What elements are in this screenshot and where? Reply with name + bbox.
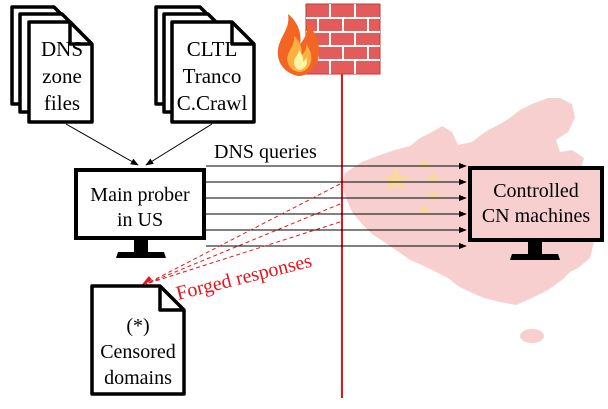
- forged-response-arrows: [145, 183, 341, 285]
- zone-files-line-3: files: [44, 91, 80, 115]
- document-icon: [10, 5, 94, 124]
- dns-query-arrows: [206, 162, 467, 250]
- censored-line-2: Censored: [100, 341, 176, 363]
- monitor-icon: [468, 166, 604, 260]
- controlled-line-2: CN machines: [482, 205, 591, 227]
- firewall-brick-icon: [305, 3, 381, 75]
- document-icon: [154, 5, 256, 124]
- fire-icon: [277, 14, 320, 76]
- forged-response-arrow: [145, 183, 341, 285]
- controlled-cn-monitor: Controlled CN machines: [468, 166, 604, 260]
- monitor-icon: [74, 168, 206, 258]
- controlled-line-1: Controlled: [493, 180, 579, 202]
- zone-files-line-2: zone: [42, 64, 82, 88]
- censored-domains-document: (*) Censored domains: [90, 284, 186, 396]
- forged-response-arrow: [145, 221, 341, 285]
- lists-line-3: C.Crawl: [177, 91, 248, 115]
- censored-line-1: (*): [126, 315, 149, 337]
- main-prober-monitor: Main prober in US: [74, 168, 206, 258]
- lists-line-1: CLTL: [187, 37, 238, 61]
- forged-responses-label: Forged responses: [174, 250, 314, 305]
- zone-files-line-1: DNS: [41, 37, 83, 61]
- document-icon: [90, 284, 186, 396]
- zone-files-to-prober-arrow: [65, 123, 139, 166]
- dns-queries-label: DNS queries: [214, 141, 317, 163]
- lists-line-2: Tranco: [183, 64, 242, 88]
- prober-line-2: in US: [117, 209, 163, 231]
- domain-lists-document-stack: CLTL Tranco C.Crawl: [154, 5, 256, 124]
- prober-line-1: Main prober: [90, 184, 190, 206]
- zone-files-document-stack: DNS zone files: [10, 5, 94, 124]
- censored-line-3: domains: [104, 367, 172, 389]
- lists-to-prober-arrow: [145, 123, 213, 166]
